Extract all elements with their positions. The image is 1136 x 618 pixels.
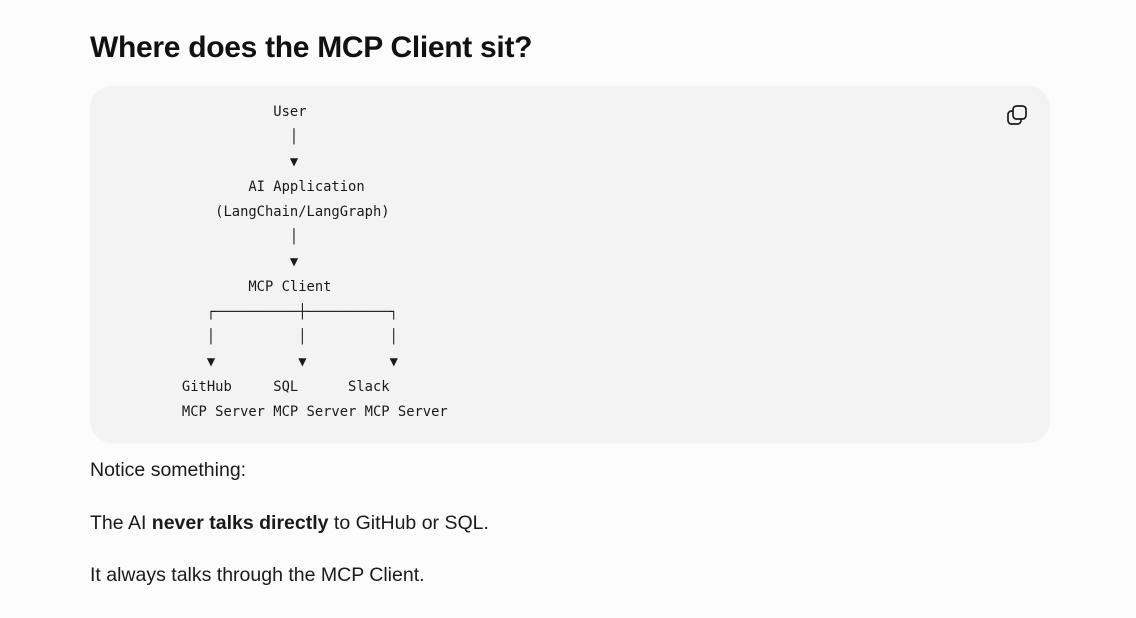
architecture-diagram-code[interactable]: User │ ▼ AI Application (LangChain/LangG…	[157, 100, 448, 425]
code-line: MCP Client	[157, 279, 332, 295]
code-block: User │ ▼ AI Application (LangChain/LangG…	[90, 86, 1050, 443]
code-line: │	[157, 229, 299, 245]
notice-paragraph: Notice something:	[90, 459, 247, 481]
through-client-paragraph: It always talks through the MCP Client.	[90, 564, 425, 586]
code-line: User	[157, 104, 307, 120]
paragraph-text: The AI	[90, 512, 152, 534]
code-line: MCP Server MCP Server MCP Server	[157, 404, 448, 420]
section-heading: Where does the MCP Client sit?	[90, 31, 533, 64]
code-line: ▼	[157, 154, 299, 170]
copy-icon	[1007, 105, 1027, 125]
code-line: │ │ │	[157, 329, 398, 345]
code-line: ┌──────────┼──────────┐	[157, 304, 398, 320]
code-line: GitHub SQL Slack	[157, 379, 390, 395]
code-line: ▼ ▼ ▼	[157, 354, 398, 370]
copy-code-button[interactable]	[1002, 100, 1032, 130]
code-line: ▼	[157, 254, 299, 270]
emphasis-text: never talks directly	[151, 512, 329, 534]
code-line: (LangChain/LangGraph)	[157, 204, 390, 220]
code-line: AI Application	[157, 179, 365, 195]
code-line: │	[157, 129, 299, 145]
direct-talk-paragraph: The AI never talks directly to GitHub or…	[90, 510, 489, 536]
paragraph-text: to GitHub or SQL.	[328, 512, 489, 534]
